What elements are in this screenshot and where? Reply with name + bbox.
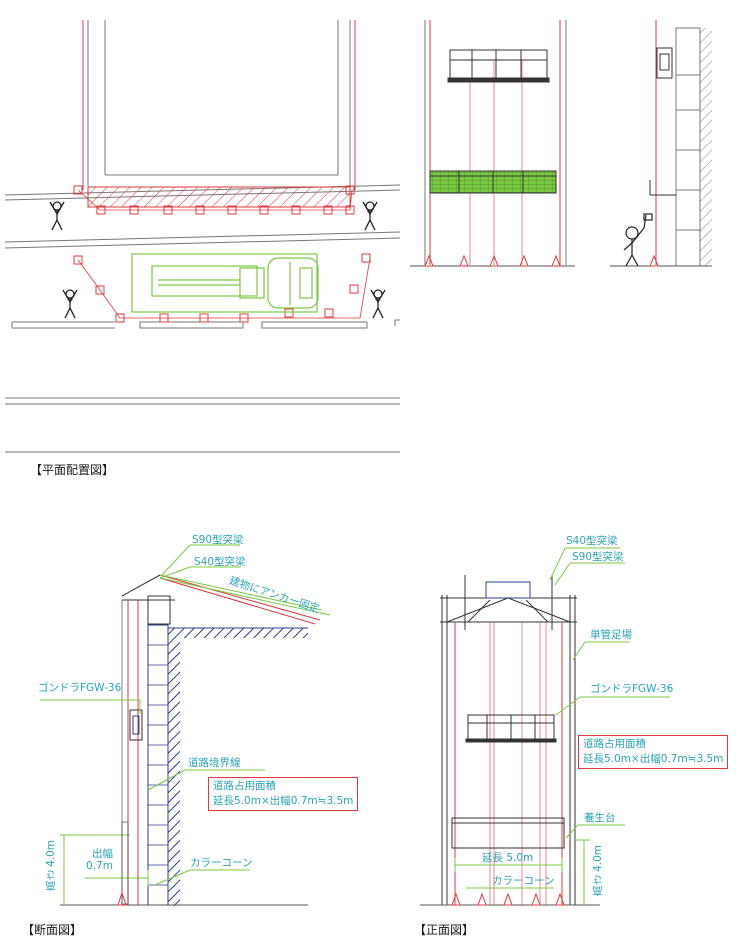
front-view-title: 【正面図】 bbox=[414, 923, 475, 937]
plan-workers bbox=[49, 201, 386, 319]
section-height-label: 高さ 4.0m bbox=[45, 840, 57, 892]
front-s90-label: S90型突梁 bbox=[572, 551, 624, 563]
scaffold-label: 単管足場 bbox=[590, 629, 632, 641]
section-area-box: 道路占用面積 延長5.0m×出幅0.7m≒3.5m bbox=[208, 777, 359, 811]
front-s40-label: S40型突梁 bbox=[566, 535, 618, 547]
s40-beam-label: S40型突梁 bbox=[194, 556, 246, 568]
plan-view bbox=[4, 20, 401, 453]
top-right-elevation bbox=[410, 20, 575, 267]
width-label: 出幅 bbox=[92, 848, 113, 860]
plan-view-title: 【平面配置図】 bbox=[30, 463, 115, 477]
section-view bbox=[40, 544, 331, 906]
crane-truck bbox=[131, 253, 319, 313]
width-value: 0.7m bbox=[86, 860, 113, 872]
front-cone-label: カラーコーン bbox=[492, 875, 555, 887]
section-area-formula: 延長5.0m×出幅0.7m≒3.5m bbox=[213, 795, 354, 807]
front-view bbox=[420, 547, 670, 906]
far-right-side-view bbox=[610, 20, 712, 267]
front-area-title: 道路占用面積 bbox=[583, 738, 646, 750]
front-height-label: 高さ 4.0m bbox=[592, 845, 604, 897]
road-boundary-label: 道路境界線 bbox=[188, 757, 241, 769]
length-label: 延長 5.0m bbox=[482, 852, 534, 864]
front-area-box: 道路占用面積 延長5.0m×出幅0.7m≒3.5m bbox=[578, 735, 729, 769]
section-area-title: 道路占用面積 bbox=[213, 780, 276, 792]
section-gondola-label: ゴンドラFGW-36 bbox=[38, 682, 122, 694]
s90-beam-label: S90型突梁 bbox=[192, 534, 244, 546]
front-gondola-label: ゴンドラFGW-36 bbox=[590, 683, 674, 695]
front-area-formula: 延長5.0m×出幅0.7m≒3.5m bbox=[583, 753, 724, 765]
protection-label: 養生台 bbox=[584, 812, 616, 824]
section-cone-label: カラーコーン bbox=[190, 857, 253, 869]
plan-cones bbox=[73, 185, 371, 323]
road-occupancy-area bbox=[87, 186, 351, 208]
section-view-title: 【断面図】 bbox=[22, 923, 83, 937]
